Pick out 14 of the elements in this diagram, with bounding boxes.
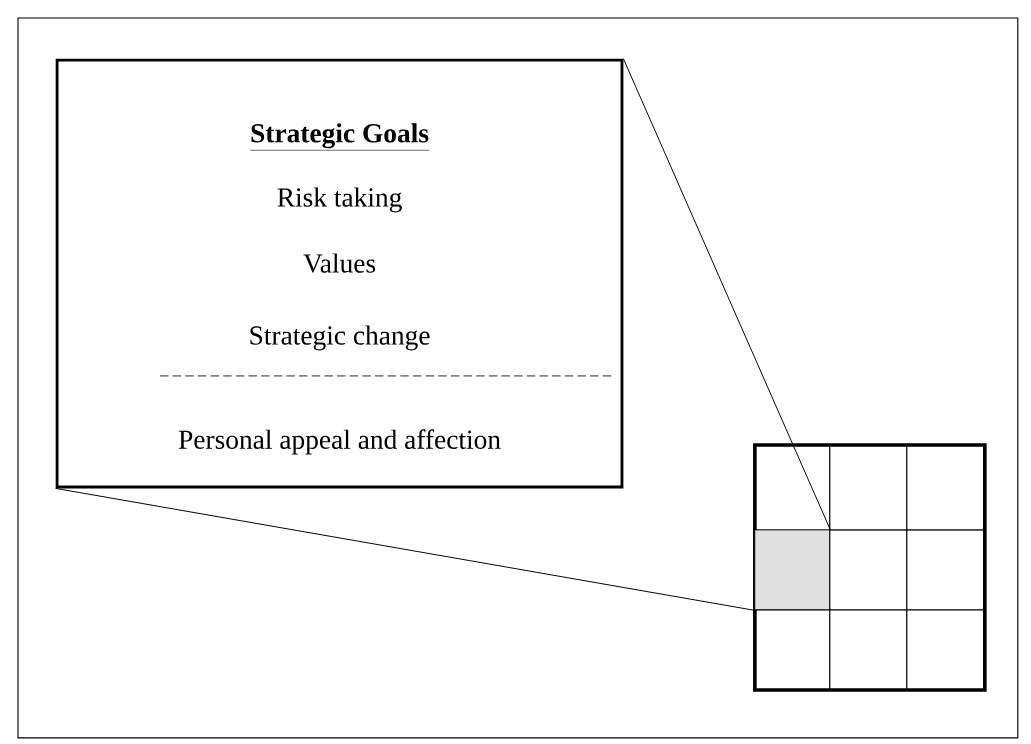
grid-cell xyxy=(829,609,908,691)
grid-cell xyxy=(906,529,986,611)
list-item: Values xyxy=(303,253,376,273)
heading: Strategic Goals xyxy=(249,123,430,151)
grid-cell xyxy=(906,444,986,531)
grid-cell xyxy=(754,609,831,691)
list-item: Strategic change xyxy=(250,325,430,351)
grid-box xyxy=(753,443,987,692)
leader-line xyxy=(55,488,755,611)
grid-cell xyxy=(754,529,831,611)
list-item: Personal appeal and affection xyxy=(178,429,501,455)
list-item: Risk taking xyxy=(277,187,402,213)
grid-cell xyxy=(906,609,986,691)
grid-cell xyxy=(829,529,908,611)
